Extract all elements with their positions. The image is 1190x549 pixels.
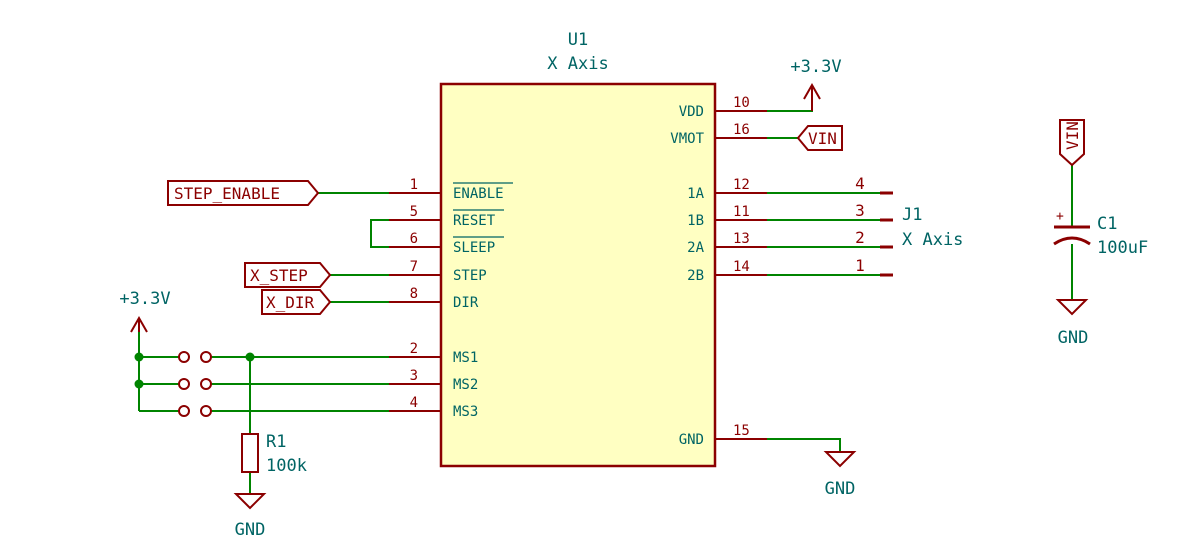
pin-2a-num: 13 xyxy=(733,231,750,247)
ic-body[interactable] xyxy=(439,82,717,468)
pin-gnd-name: GND xyxy=(679,432,704,448)
connector-ref: J1 xyxy=(902,205,922,225)
pin-reset-name: RESET xyxy=(453,213,496,229)
label-x-dir-text: X_DIR xyxy=(266,293,315,312)
power-gnd-res: GND xyxy=(233,493,267,540)
jumper-pad[interactable] xyxy=(200,351,212,363)
pin-vdd-name: VDD xyxy=(679,104,704,120)
pin-enable-name: ENABLE xyxy=(453,186,504,202)
pin-1b-num: 11 xyxy=(733,204,750,220)
resistor-body xyxy=(241,433,259,473)
pin-1b-name: 1B xyxy=(687,213,704,229)
label-vin-cap-shape xyxy=(1059,119,1085,167)
ic-left-pins: 1 ENABLE 5 RESET 6 SLEEP 7 STEP 8 DIR 2 … xyxy=(389,177,513,420)
connector-pin-num: 4 xyxy=(855,174,865,193)
power-gnd-ic-text: GND xyxy=(825,479,856,499)
junction-dot xyxy=(134,352,144,362)
jumper-pad[interactable] xyxy=(200,405,212,417)
pin-2a-name: 2A xyxy=(687,240,704,256)
pin-gnd-num: 15 xyxy=(733,423,750,439)
pin-step-num: 7 xyxy=(410,259,418,275)
connector-j1[interactable]: 4 3 2 1 J1 X Axis xyxy=(855,174,963,277)
power-33v-left-text: +3.3V xyxy=(119,289,170,309)
label-vin-top-shape xyxy=(796,125,843,151)
junction-dot xyxy=(245,352,255,362)
capacitor-c1[interactable]: + C1 100uF xyxy=(1053,209,1148,258)
power-gnd-cap-text: GND xyxy=(1058,328,1089,348)
junction-dot xyxy=(134,379,144,389)
label-vin-cap[interactable]: VIN xyxy=(1059,119,1085,167)
pin-vdd-num: 10 xyxy=(733,95,750,111)
ic-right-pins: 10 VDD 16 VMOT 12 1A 11 1B 13 2A 14 2B 1… xyxy=(670,95,767,448)
jumper-pad[interactable] xyxy=(200,378,212,390)
pin-ms1-name: MS1 xyxy=(453,350,478,366)
power-gnd-ic: GND xyxy=(823,451,857,499)
pin-reset-num: 5 xyxy=(410,204,418,220)
pin-ms3-name: MS3 xyxy=(453,404,478,420)
junctions xyxy=(134,352,255,389)
power-33v-top: +3.3V xyxy=(790,57,842,111)
connector-pin-num: 2 xyxy=(855,228,865,247)
wire-gnd-ic xyxy=(767,438,841,452)
pin-2b-name: 2B xyxy=(687,268,704,284)
pin-vmot-num: 16 xyxy=(733,122,750,138)
label-vin-cap-text: VIN xyxy=(1063,121,1082,150)
wire-reset-sleep xyxy=(370,219,389,248)
capacitor-value: 100uF xyxy=(1097,238,1148,258)
pin-ms2-name: MS2 xyxy=(453,377,478,393)
pin-sleep-num: 6 xyxy=(410,231,418,247)
label-step-enable-text: STEP_ENABLE xyxy=(174,184,280,203)
power-33v-top-text: +3.3V xyxy=(790,57,841,77)
jumper-pad[interactable] xyxy=(178,351,190,363)
wires xyxy=(138,91,1073,494)
pin-1a-name: 1A xyxy=(687,186,704,202)
connector-pin-num: 1 xyxy=(855,256,865,275)
pin-ms3-num: 4 xyxy=(410,395,418,411)
label-vin-top[interactable]: VIN xyxy=(796,125,843,151)
resistor-ref: R1 xyxy=(266,432,286,452)
wire-vdd xyxy=(767,91,813,112)
connector-value: X Axis xyxy=(902,230,963,250)
pin-sleep-name: SLEEP xyxy=(453,240,495,256)
pin-ms1-num: 2 xyxy=(410,341,418,357)
pin-1a-num: 12 xyxy=(733,177,750,193)
ground-icon xyxy=(1055,299,1089,316)
label-step-enable[interactable]: STEP_ENABLE xyxy=(167,180,320,206)
capacitor-polarity: + xyxy=(1056,209,1064,224)
resistor-value: 100k xyxy=(266,456,307,476)
connector-pin-num: 3 xyxy=(855,201,865,220)
pin-ms2-num: 3 xyxy=(410,368,418,384)
label-x-step-text: X_STEP xyxy=(250,266,308,285)
label-x-dir-shape xyxy=(261,289,332,315)
pin-2b-num: 14 xyxy=(733,259,750,275)
resistor-r1[interactable]: R1 100k xyxy=(241,432,307,476)
label-x-step-shape xyxy=(244,262,332,288)
capacitor-plate-negative xyxy=(1053,236,1091,246)
pin-enable-num: 1 xyxy=(410,177,418,193)
label-x-step[interactable]: X_STEP xyxy=(244,262,332,288)
power-gnd-res-text: GND xyxy=(235,520,266,540)
ic-ref: U1 xyxy=(568,30,588,50)
capacitor-ref: C1 xyxy=(1097,214,1117,234)
power-33v-left: +3.3V xyxy=(119,289,171,333)
pin-dir-name: DIR xyxy=(453,295,479,311)
power-gnd-cap: GND xyxy=(1055,299,1089,348)
jumper-pad[interactable] xyxy=(178,378,190,390)
pin-step-name: STEP xyxy=(453,268,487,284)
label-step-enable-shape xyxy=(167,180,320,206)
label-vin-top-text: VIN xyxy=(808,129,837,148)
pin-vmot-name: VMOT xyxy=(670,131,704,147)
ground-icon xyxy=(233,493,267,510)
ground-icon xyxy=(823,451,857,468)
pin-dir-num: 8 xyxy=(410,286,418,302)
jumper-pad[interactable] xyxy=(178,405,190,417)
ic-value: X Axis xyxy=(547,54,608,74)
jumper-pads xyxy=(178,351,212,417)
label-x-dir[interactable]: X_DIR xyxy=(261,289,332,315)
